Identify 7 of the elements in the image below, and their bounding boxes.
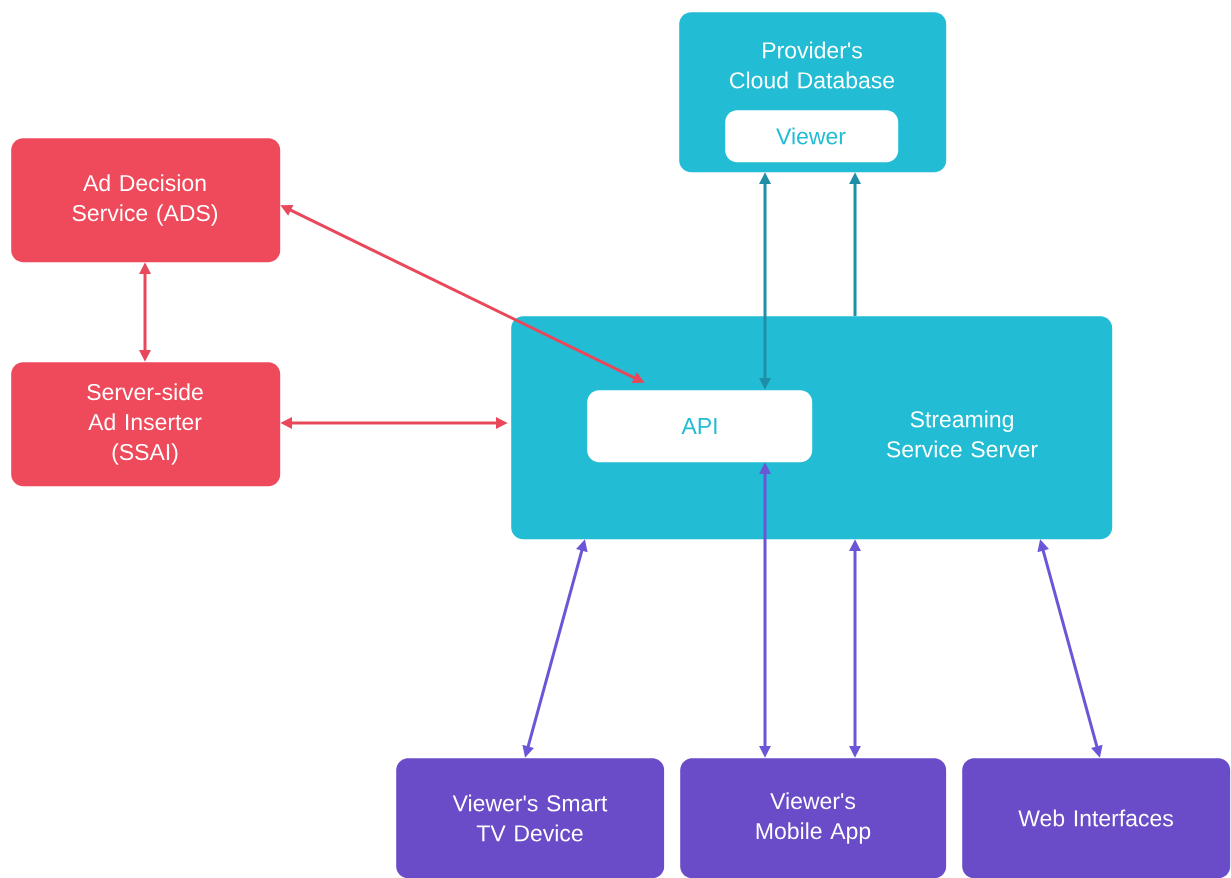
service-box: Ad Decision Service (ADS) xyxy=(11,138,281,263)
viewer-box: Viewer xyxy=(725,110,899,163)
client-box: Web Interfaces xyxy=(962,758,1231,878)
api-box: API xyxy=(587,390,813,463)
client-box: Viewer's Smart TV Device xyxy=(396,758,665,878)
client-box: Viewer's Mobile App xyxy=(680,758,947,878)
service-box: Server-side Ad Inserter (SSAI) xyxy=(11,362,281,487)
